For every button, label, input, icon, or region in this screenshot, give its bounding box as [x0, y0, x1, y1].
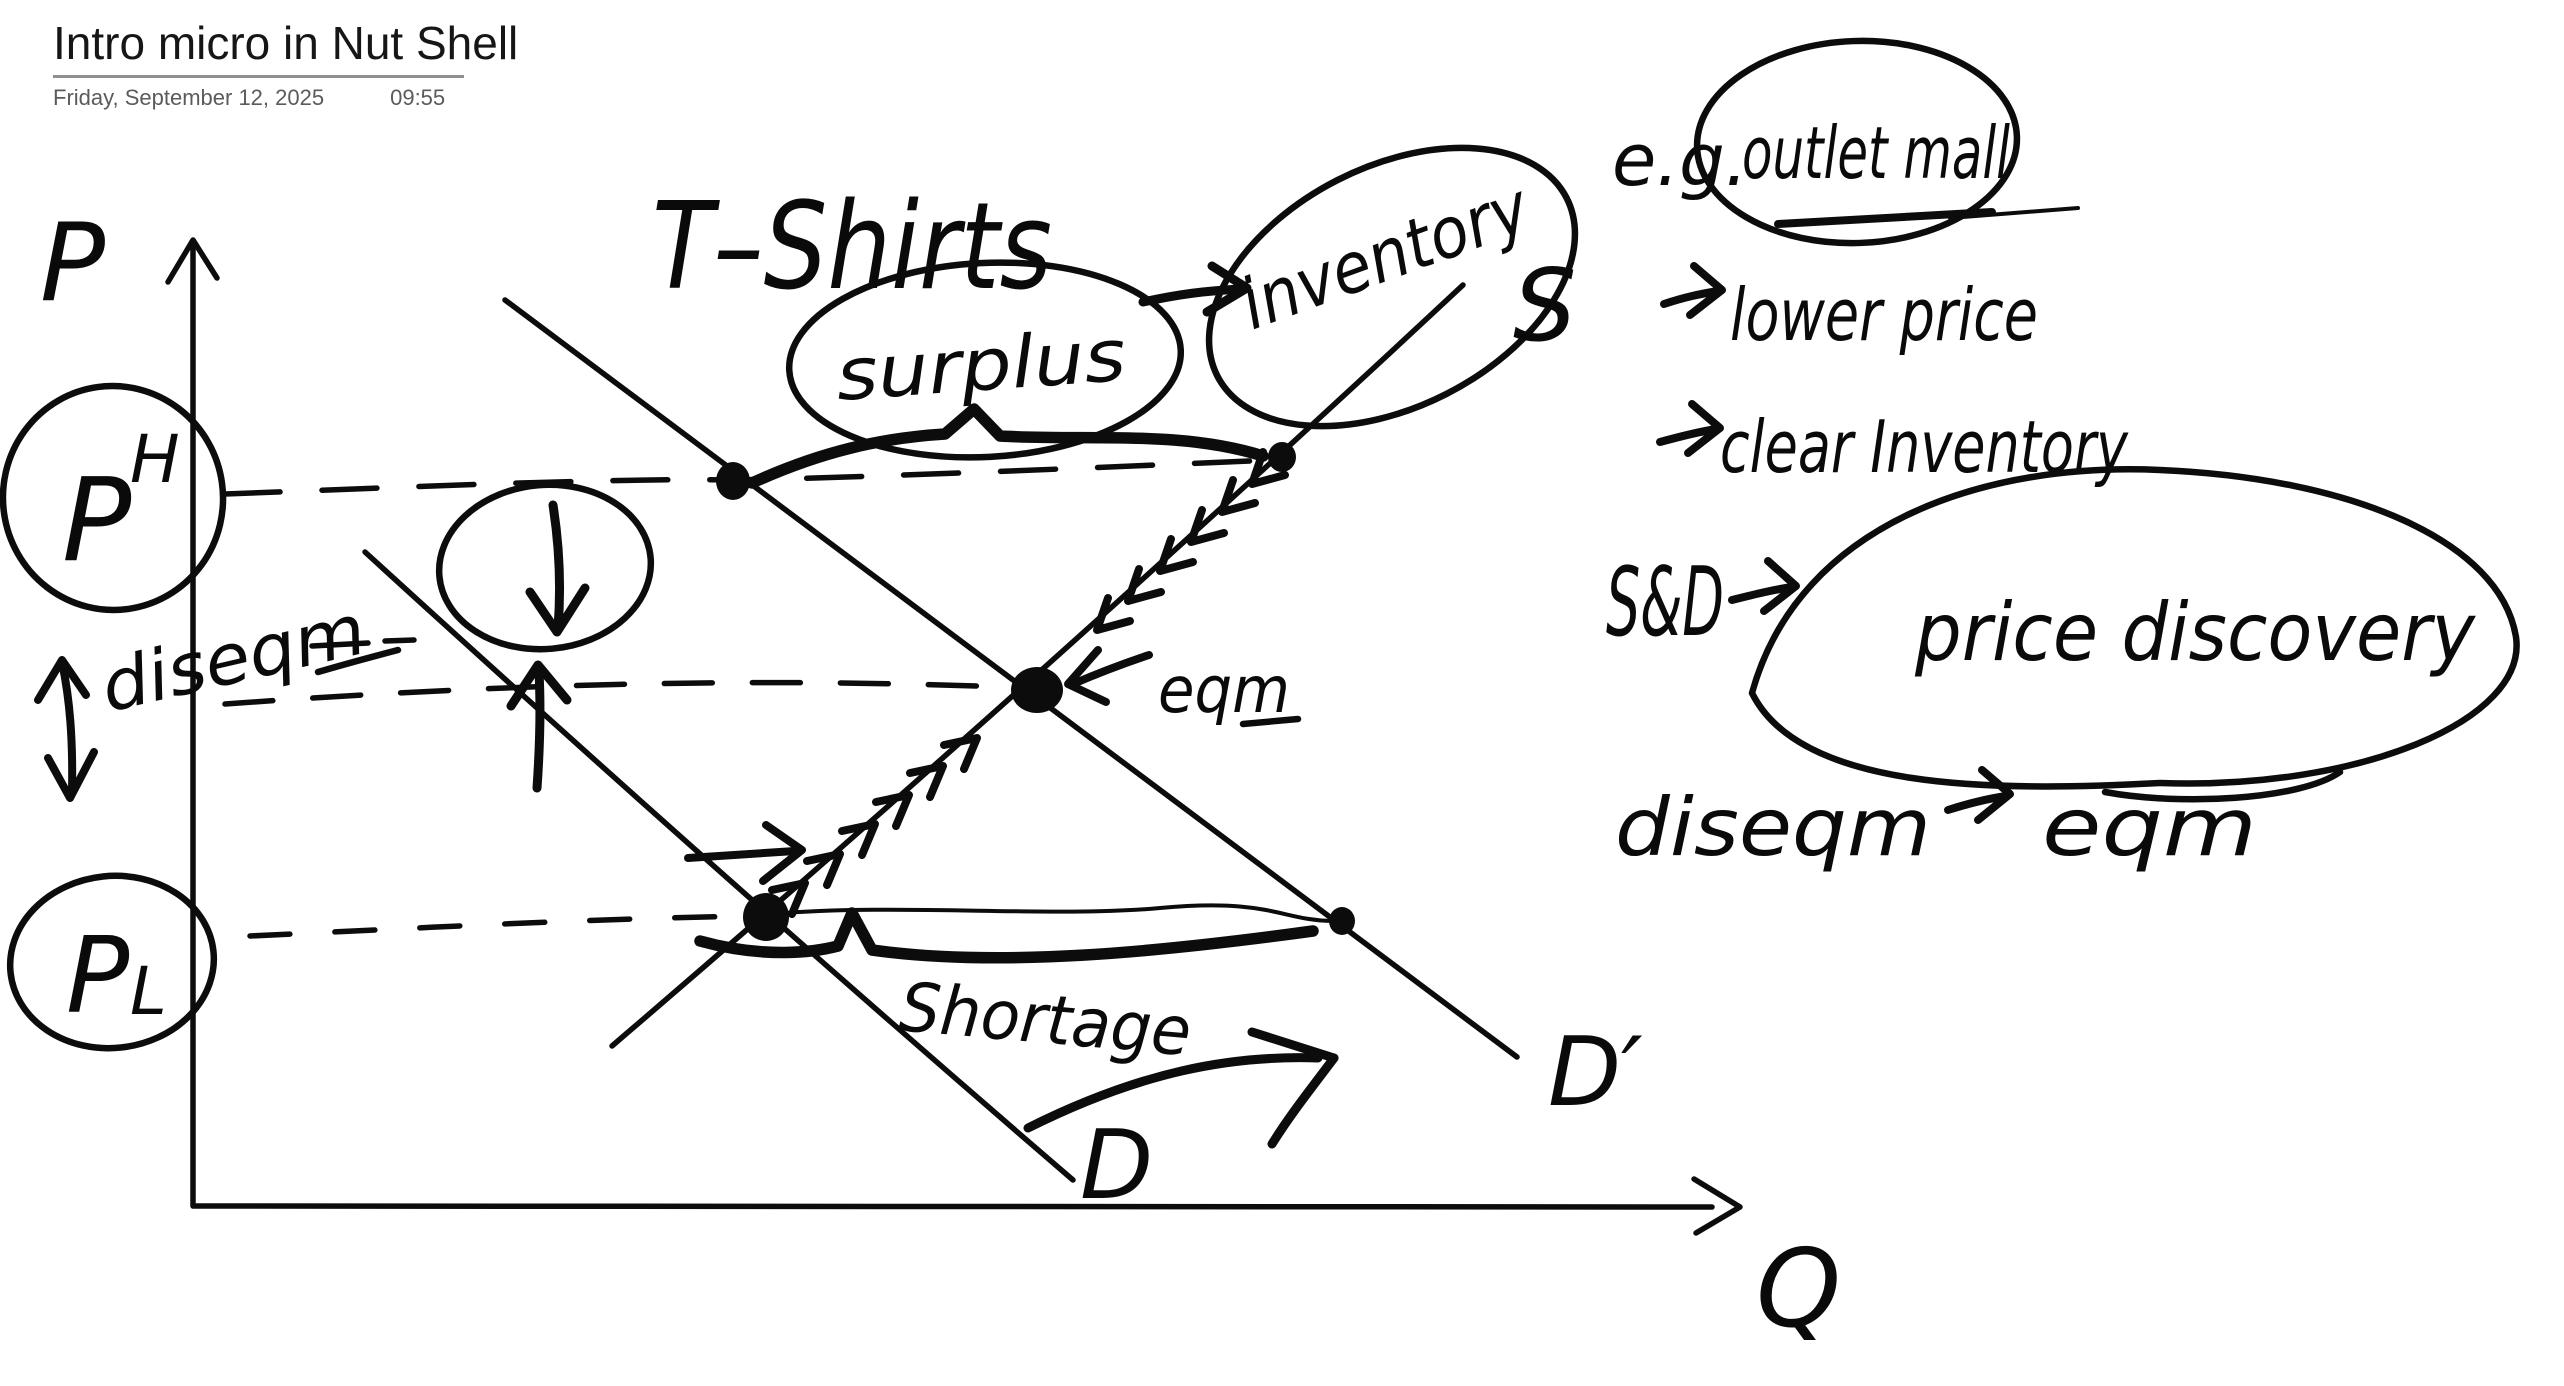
note-time: 09:55 [390, 84, 446, 110]
axis-arrow-right-icon [1691, 1176, 1743, 1236]
price-high-letter: P [62, 454, 132, 588]
bullet-lower-price: lower price [1660, 262, 2038, 357]
eqm-price-dashed-line [222, 679, 1031, 707]
dot-supply-at-pl [743, 893, 789, 941]
arrow-right-icon [1728, 557, 1800, 615]
outlet-mall-underline [1774, 208, 1996, 228]
eqm-note-label: eqm [2042, 781, 2257, 874]
dot-supply-at-ph [1268, 442, 1296, 472]
price-rising-chevrons-icon [684, 734, 981, 918]
price-low-dashed-line [247, 913, 765, 939]
clear-inventory-label: clear Inventory [1720, 405, 2129, 489]
outlet-mall-label: outlet mall [1742, 111, 2010, 195]
surplus-circle [785, 259, 1185, 461]
surplus-brace [746, 403, 1269, 489]
surplus-to-inventory-arrow-icon [1138, 261, 1252, 317]
stray-dash-2 [382, 637, 417, 644]
eqm-label: eqm [1158, 654, 1290, 728]
y-axis-label: P [40, 201, 105, 326]
price-low-line-right [770, 903, 1334, 923]
demand-shifted-label: D′ [1548, 1018, 1643, 1128]
diseqm-annotation: diseqm [34, 588, 402, 802]
inventory-circle [1205, 144, 1579, 430]
demand-curve [362, 549, 1076, 1183]
supply-label: S [1513, 247, 1576, 364]
price-down-circled-icon [435, 481, 655, 653]
eg-label: e.g. [1612, 118, 1748, 202]
sd-label: S&D [1606, 548, 1724, 658]
quantity-axis [190, 1176, 1743, 1236]
updown-arrow-icon [34, 656, 98, 802]
price-discovery-note: S&D price discovery [1606, 466, 2520, 803]
price-high-badge: P H [0, 382, 227, 614]
arrow-right-icon [1656, 400, 1724, 457]
diseqm-note-label: diseqm [1615, 781, 1931, 874]
note-meta: Friday, September 12, 2025 09:55 [53, 85, 613, 111]
demand-shift-arrow-icon [1023, 1027, 1339, 1149]
price-up-arrow-icon [506, 660, 572, 793]
page-title[interactable]: Intro micro in Nut Shell [53, 17, 519, 69]
inventory-label: inventory [1230, 166, 1541, 346]
price-falling-chevrons-icon [1093, 448, 1289, 634]
title-divider [53, 74, 464, 78]
price-low-badge: P L [6, 872, 218, 1052]
price-low-sub: L [130, 953, 167, 1030]
lower-price-label: lower price [1730, 273, 2038, 357]
dot-demand-at-ph [716, 462, 750, 500]
shortage-label: Shortage [897, 968, 1195, 1072]
price-axis [165, 237, 220, 1208]
note-title-block[interactable]: Intro micro in Nut Shell Friday, Septemb… [53, 18, 613, 111]
outlet-mall-note: outlet mall [1693, 37, 2080, 247]
arrow-right-icon [1944, 766, 2014, 824]
diseqm-to-eqm-note: diseqm eqm [1615, 766, 2257, 874]
demand-label: D [1080, 1111, 1153, 1221]
diseqm-underline [314, 646, 402, 676]
price-low-letter: P [66, 915, 130, 1037]
eqm-pointer-arrow-icon [1064, 646, 1153, 706]
shortage-brace [694, 907, 1319, 964]
eqm-underline [1239, 715, 1302, 728]
surplus-label: surplus [833, 313, 1128, 417]
stray-dash-1 [309, 640, 371, 649]
arrow-right-icon [1660, 262, 1726, 319]
price-discovery-label: price discovery [1914, 586, 2476, 679]
note-date: Friday, September 12, 2025 [53, 84, 325, 110]
axis-arrow-up-icon [165, 237, 220, 285]
price-high-sub: H [130, 421, 180, 498]
x-axis-label: Q [1756, 1227, 1841, 1352]
demand-shifted-curve [502, 297, 1520, 1060]
dot-equilibrium [1011, 667, 1063, 713]
dot-demand-at-pl [1329, 907, 1355, 935]
